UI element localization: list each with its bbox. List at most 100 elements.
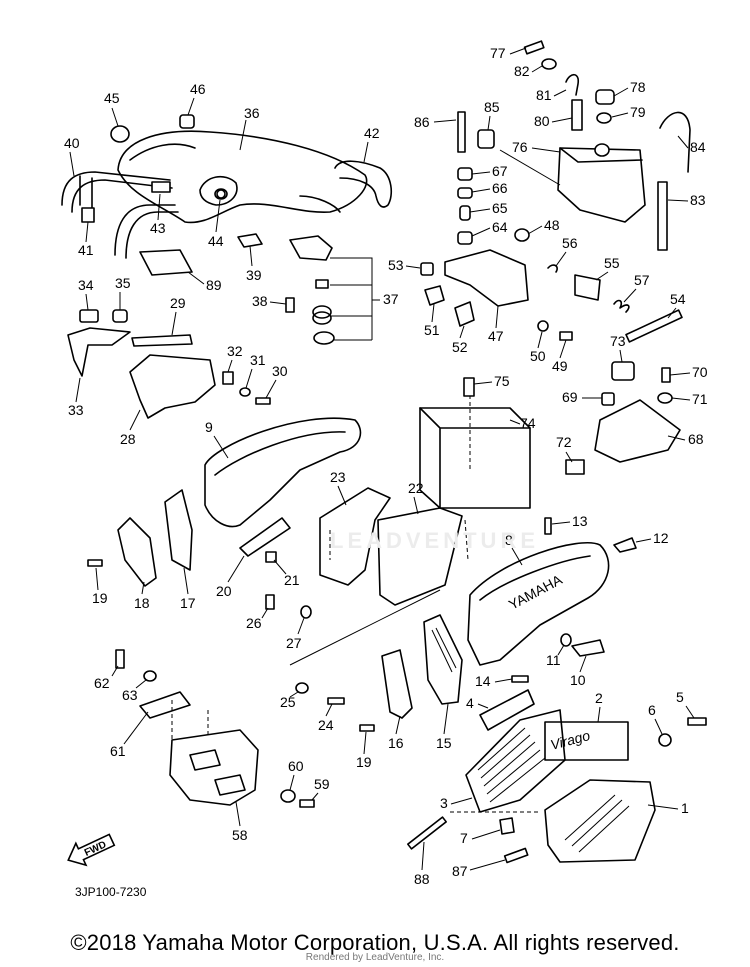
part-67 <box>457 167 473 181</box>
part-35 <box>112 309 128 323</box>
callout-11: 11 <box>546 652 561 668</box>
guard-28 <box>129 354 216 419</box>
callout-49: 49 <box>552 358 568 374</box>
washer-71 <box>657 392 673 404</box>
callout-48: 48 <box>544 217 560 233</box>
clip-12 <box>613 537 637 553</box>
callout-35: 35 <box>115 275 131 291</box>
tray-22 <box>377 507 463 606</box>
callout-25: 25 <box>280 694 296 710</box>
callout-30: 30 <box>272 363 288 379</box>
callout-13: 13 <box>572 513 588 529</box>
callout-88: 88 <box>414 871 430 887</box>
washer-31 <box>239 387 251 397</box>
callout-24: 24 <box>318 717 334 733</box>
callout-29: 29 <box>170 295 186 311</box>
part-53 <box>420 262 434 276</box>
bolt-75 <box>463 377 475 397</box>
callout-43: 43 <box>150 220 166 236</box>
copyright-text: ©2018 Yamaha Motor Corporation, U.S.A. A… <box>70 930 680 955</box>
bracket-41 <box>81 207 95 223</box>
callout-53: 53 <box>388 257 404 273</box>
fwd-arrow-icon: FWD <box>67 833 116 867</box>
part-21 <box>265 551 277 563</box>
strip-4 <box>479 689 535 731</box>
bracket-33 <box>67 327 131 377</box>
part-32 <box>222 371 234 385</box>
ring-79 <box>596 112 612 124</box>
rod-88 <box>407 816 447 850</box>
rack-40 <box>61 171 179 259</box>
grommet-11 <box>560 633 572 647</box>
bracket-58 <box>169 700 259 806</box>
callout-10: 10 <box>570 672 586 688</box>
washer-60 <box>280 789 296 803</box>
grommet-46 <box>179 114 195 129</box>
callout-41: 41 <box>78 242 94 258</box>
svg-text:YAMAHA: YAMAHA <box>506 571 565 613</box>
callout-75: 75 <box>494 373 510 389</box>
callout-31: 31 <box>250 352 266 368</box>
bolt-19-bottom <box>359 724 375 732</box>
bracket-47 <box>444 249 529 307</box>
callout-36: 36 <box>244 105 260 121</box>
callout-22: 22 <box>408 480 424 496</box>
callout-87: 87 <box>452 863 468 879</box>
bolt-62 <box>115 649 125 669</box>
spring-56 <box>547 264 558 273</box>
callout-63: 63 <box>122 687 138 703</box>
washer-50 <box>537 320 549 332</box>
spring-57 <box>613 299 630 313</box>
rod-54 <box>625 309 683 343</box>
callout-52: 52 <box>452 339 468 355</box>
callout-78: 78 <box>630 79 646 95</box>
cover-9 <box>204 417 362 528</box>
bolt-24 <box>327 697 345 705</box>
reservoir-76 <box>557 143 646 223</box>
callout-73: 73 <box>610 333 626 349</box>
watermark: LEADVENTURE <box>330 528 540 553</box>
plug-45 <box>110 125 130 143</box>
callout-14: 14 <box>475 673 491 689</box>
callout-39: 39 <box>246 267 262 283</box>
callout-59: 59 <box>314 776 330 792</box>
callout-44: 44 <box>208 233 224 249</box>
callout-37: 37 <box>383 291 399 307</box>
pad-89 <box>139 249 193 276</box>
tank-cover-assembly <box>117 119 368 224</box>
cap-78 <box>595 89 615 105</box>
callout-62: 62 <box>94 675 110 691</box>
part-64 <box>457 231 473 245</box>
battery-box-74 <box>419 395 531 509</box>
callout-71: 71 <box>692 391 708 407</box>
svg-text:FWD: FWD <box>83 839 108 859</box>
part-85 <box>477 129 495 149</box>
rendered-by-text: Rendered by LeadVenture, Inc. <box>305 952 445 963</box>
part-72 <box>565 459 585 475</box>
side-cover-3 <box>465 709 566 813</box>
callout-45: 45 <box>104 90 120 106</box>
callout-28: 28 <box>120 431 136 447</box>
bracket-68 <box>594 399 681 463</box>
callout-74: 74 <box>520 415 536 431</box>
callout-15: 15 <box>436 735 452 751</box>
callout-60: 60 <box>288 758 304 774</box>
callout-33: 33 <box>68 402 84 418</box>
tube-83 <box>657 181 668 251</box>
bolt-44 <box>216 189 226 199</box>
clip-7 <box>499 817 515 835</box>
callout-47: 47 <box>488 328 504 344</box>
part-73 <box>611 361 635 381</box>
callout-34: 34 <box>78 277 94 293</box>
callout-labels: 1 2 3 4 5 6 7 8 9 10 11 12 13 14 15 16 1… <box>64 45 708 887</box>
callout-19b: 19 <box>356 754 372 770</box>
diagram-code: 3JP100-7230 <box>75 885 147 899</box>
callout-1: 1 <box>681 800 689 816</box>
strip-29 <box>131 334 193 347</box>
washer-63 <box>143 670 157 682</box>
bracket-20 <box>239 517 291 557</box>
bolt-49 <box>559 331 573 341</box>
side-cover-1 <box>544 779 656 863</box>
handle-42 <box>334 160 393 208</box>
callout-61: 61 <box>110 743 126 759</box>
